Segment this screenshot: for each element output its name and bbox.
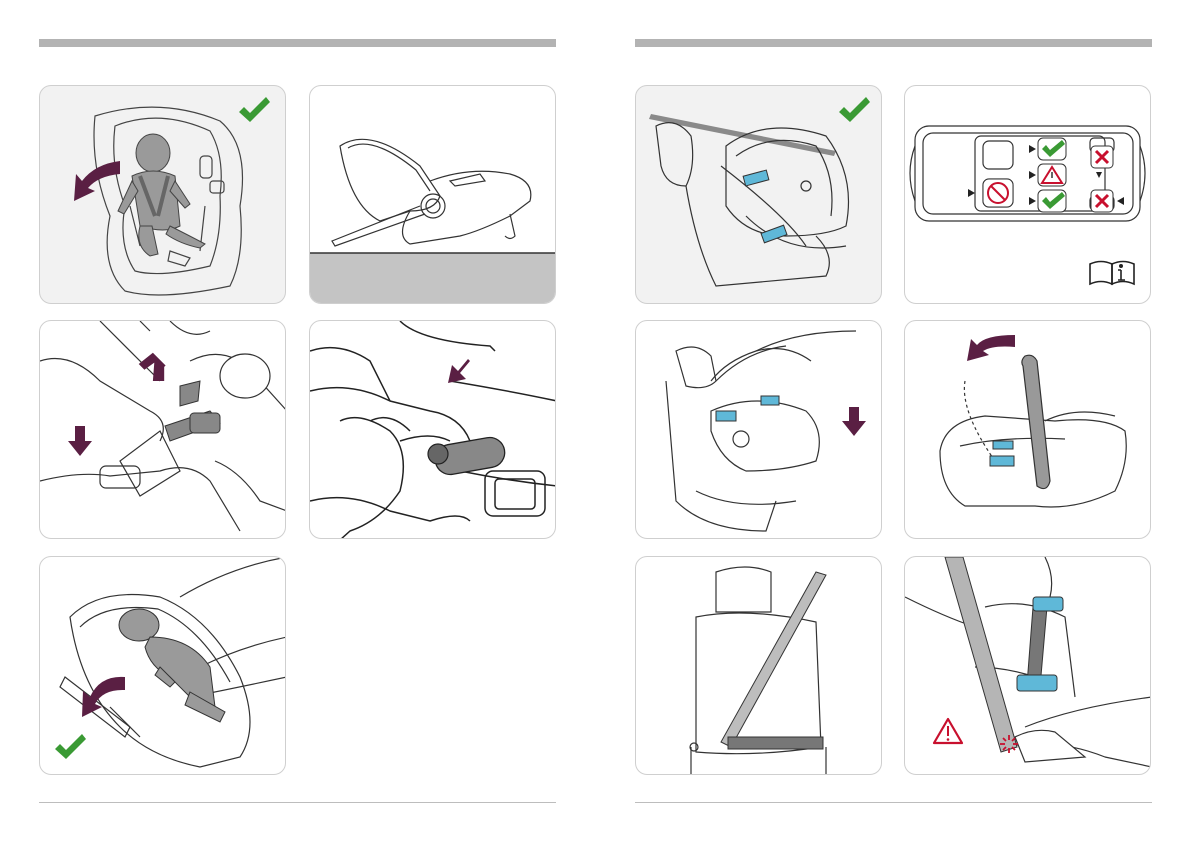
warning-icon <box>1038 164 1066 186</box>
rotate-arrow-icon <box>967 335 1015 361</box>
handle-rotate-illustration <box>905 321 1151 539</box>
right-page-header-bar <box>635 39 1152 47</box>
no-airbag-icon <box>983 179 1013 207</box>
manual-info-icon <box>1090 262 1134 285</box>
left-page-footer-rule <box>39 802 556 803</box>
belt-clip-illustration <box>905 557 1151 775</box>
panel-press-release <box>309 320 556 539</box>
down-arrow-icon <box>68 426 92 456</box>
press-arrow-icon <box>448 359 470 383</box>
panel-buckle-harness <box>39 320 286 539</box>
seat-side-view-illustration <box>310 86 556 304</box>
panel-carry-handle-rest <box>309 85 556 304</box>
panel-seat-rear-facing <box>635 85 882 304</box>
panel-harness-open <box>39 85 286 304</box>
warning-icon <box>934 719 962 743</box>
check-icon <box>53 732 87 762</box>
check-icon <box>1038 190 1066 212</box>
panel-vehicle-belt <box>635 556 882 775</box>
panel-handle-up <box>904 320 1151 539</box>
check-icon <box>837 95 871 125</box>
panel-baby-in-seat <box>39 556 286 775</box>
car-top-view-illustration <box>905 86 1151 304</box>
place-seat-illustration <box>636 321 882 539</box>
cross-icon <box>1091 146 1113 168</box>
panel-place-in-car <box>635 320 882 539</box>
panel-belt-routing <box>904 556 1151 775</box>
release-button-illustration <box>310 321 556 539</box>
buckle-illustration <box>40 321 286 539</box>
down-arrow-icon <box>842 407 866 436</box>
belt-illustration <box>636 557 882 775</box>
check-icon <box>237 95 271 125</box>
panel-car-positions <box>904 85 1151 304</box>
check-icon <box>1038 138 1066 160</box>
left-page-header-bar <box>39 39 556 47</box>
cross-icon <box>1091 190 1113 212</box>
right-page-footer-rule <box>635 802 1152 803</box>
